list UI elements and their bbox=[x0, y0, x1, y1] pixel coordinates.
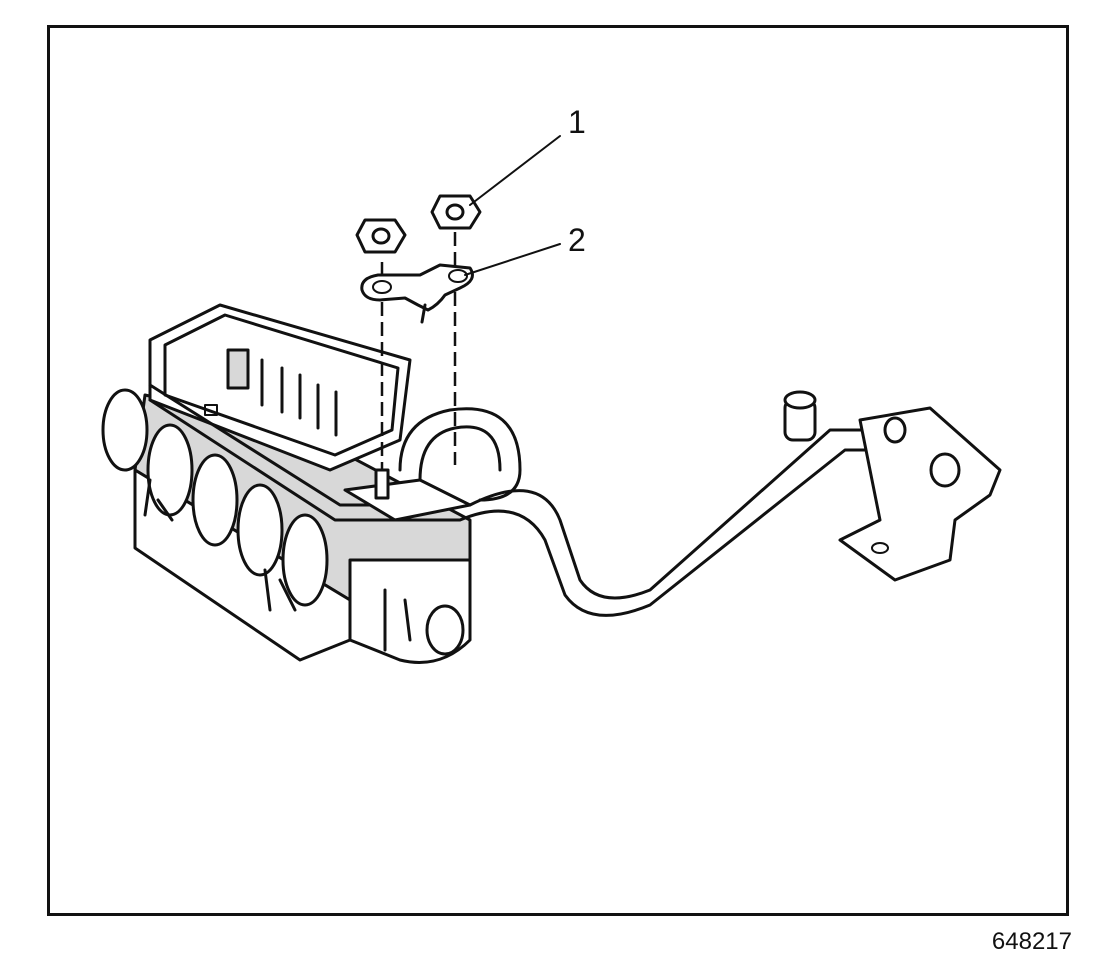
leader-1 bbox=[469, 135, 561, 206]
brake-pipes bbox=[148, 383, 962, 617]
callout-2: 2 bbox=[568, 222, 586, 258]
nut-right bbox=[430, 194, 482, 230]
stud bbox=[374, 468, 390, 500]
nut-left bbox=[355, 218, 407, 254]
mounting-bracket bbox=[838, 406, 1002, 582]
brake-pipe-bracket bbox=[360, 263, 474, 324]
leader-2 bbox=[464, 243, 561, 276]
figure-number: 648217 bbox=[991, 928, 1072, 955]
callout-1: 1 bbox=[568, 104, 586, 140]
